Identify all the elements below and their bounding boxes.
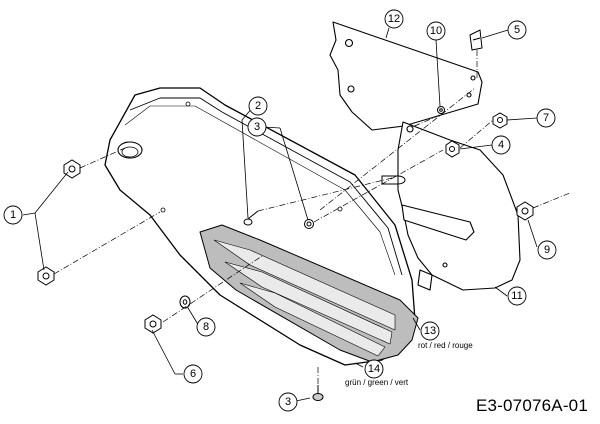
bolt-9-icon	[516, 201, 534, 221]
callout-3-upper: 3	[247, 117, 267, 137]
callout-8: 8	[196, 317, 216, 337]
callout-13: 13	[420, 321, 440, 341]
svg-text:7: 7	[543, 112, 549, 124]
svg-text:2: 2	[255, 100, 261, 112]
svg-text:14: 14	[368, 363, 380, 375]
svg-text:5: 5	[514, 24, 520, 36]
screw-2-icon	[243, 210, 259, 226]
washer-8-icon	[179, 295, 191, 309]
belt-guard-strip	[199, 224, 419, 363]
leader-lines	[22, 27, 538, 402]
svg-text:13: 13	[424, 325, 436, 337]
color-note-part14: grün / green / vert	[345, 378, 409, 387]
svg-text:11: 11	[511, 290, 522, 302]
callout-2: 2	[248, 96, 268, 116]
callout-6: 6	[183, 364, 203, 384]
screw-3-lower-icon	[312, 385, 324, 401]
alignment-lines	[53, 50, 571, 384]
mounting-bracket	[329, 21, 521, 291]
callout-10: 10	[426, 21, 446, 41]
drawing-code: E3-07076A-01	[475, 396, 588, 415]
callout-7: 7	[536, 108, 556, 128]
fasteners	[37, 29, 534, 401]
svg-text:6: 6	[190, 368, 196, 380]
bolt-1-upper-icon	[63, 159, 81, 179]
callout-3-lower: 3	[278, 392, 298, 412]
callout-4: 4	[491, 135, 511, 155]
callout-14: 14	[364, 359, 384, 379]
callout-12: 12	[384, 9, 404, 29]
svg-text:8: 8	[203, 321, 209, 333]
callout-5: 5	[507, 20, 527, 40]
svg-text:9: 9	[544, 244, 550, 256]
callout-9: 9	[537, 240, 557, 260]
nut-3-upper-icon	[304, 219, 314, 229]
callout-1: 1	[3, 205, 23, 225]
clip-5-icon	[469, 29, 483, 51]
svg-text:3: 3	[285, 396, 291, 408]
nut-10-icon	[437, 106, 445, 114]
svg-text:1: 1	[10, 209, 16, 221]
svg-text:12: 12	[388, 13, 400, 25]
svg-text:3: 3	[254, 121, 260, 133]
nut-6-icon	[144, 314, 162, 334]
color-note-part13: rot / red / rouge	[418, 341, 473, 350]
bolt-1-lower-icon	[37, 266, 55, 286]
stud-icon	[381, 175, 406, 185]
nut-4-icon	[445, 140, 460, 158]
nut-7-icon	[492, 112, 508, 129]
callout-11: 11	[507, 286, 527, 306]
svg-text:4: 4	[498, 139, 504, 151]
svg-text:10: 10	[430, 25, 442, 37]
